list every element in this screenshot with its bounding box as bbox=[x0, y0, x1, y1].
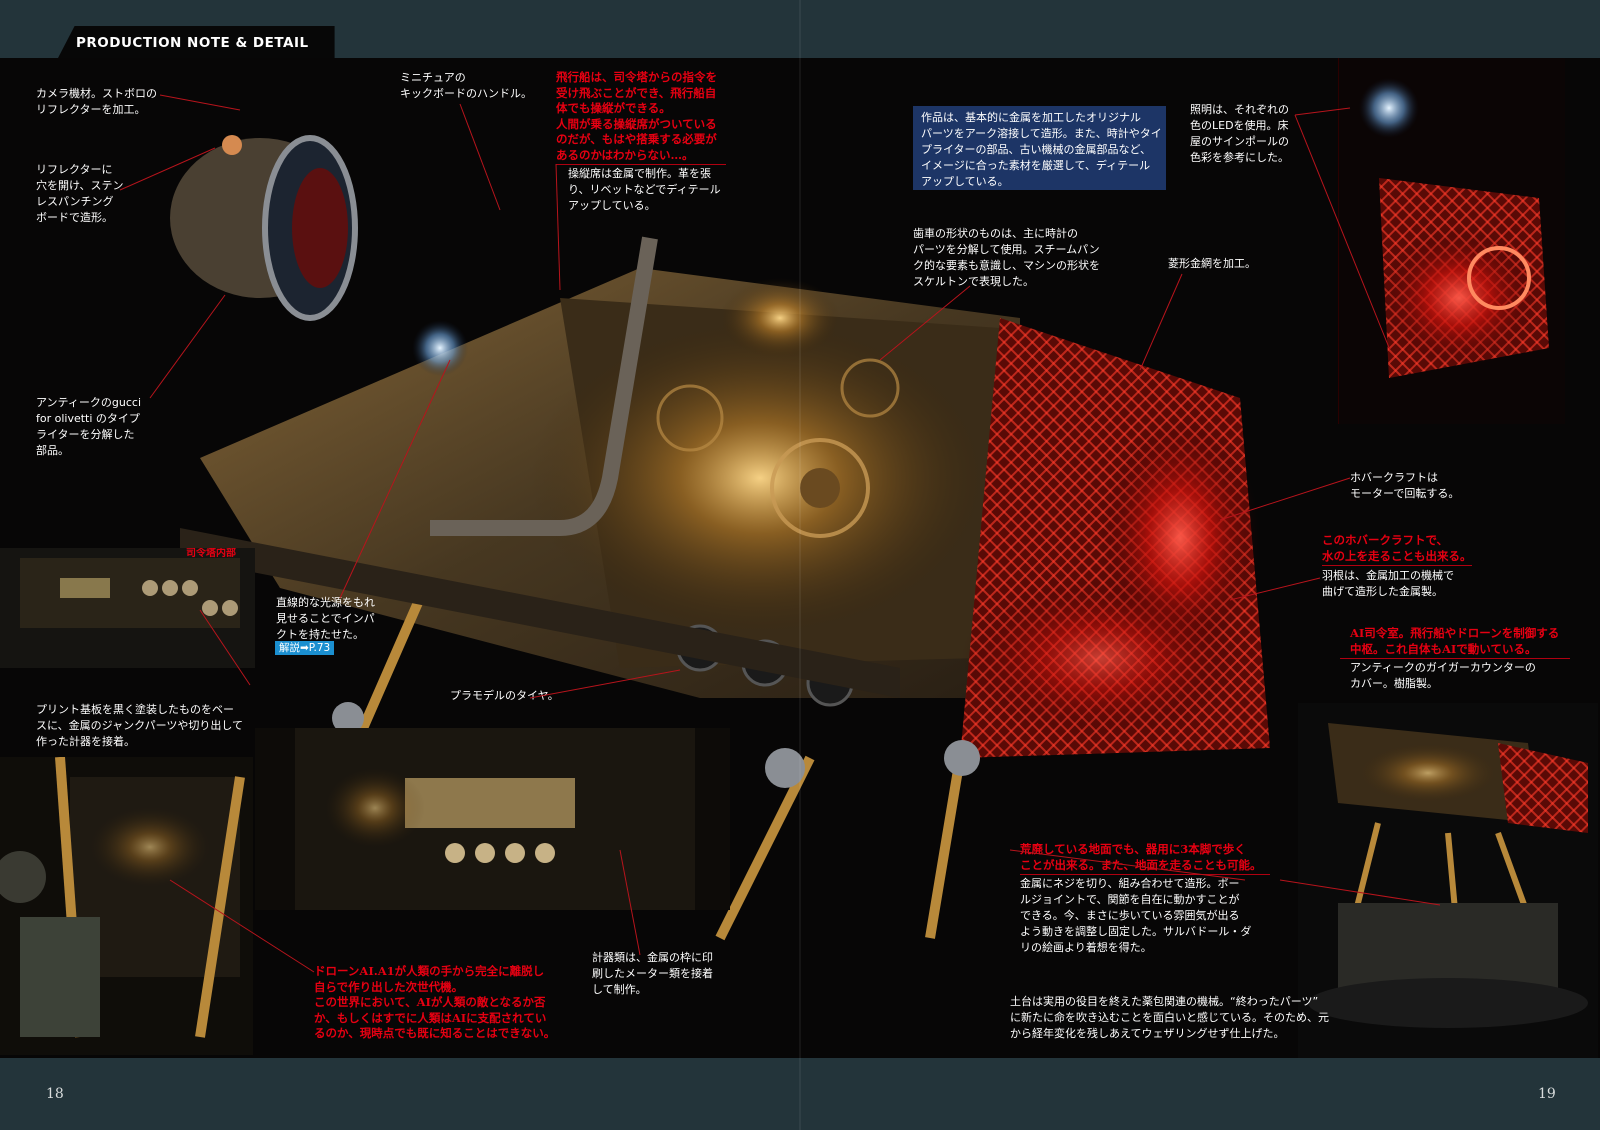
inset-label: 司令塔内部 bbox=[186, 548, 236, 559]
caption-kickboard: ミニチュアの キックボードのハンドル。 bbox=[400, 71, 532, 100]
caption-camera: カメラ機材。ストボロの リフレクターを加工。 bbox=[36, 87, 157, 116]
inset-photo-legs bbox=[0, 757, 253, 1055]
caption-walking: 荒廃している地面でも、器用に3本脚で歩く ことが出来る。また、地面を走ることも可… bbox=[1020, 842, 1262, 872]
inset-photo-lighting bbox=[1338, 58, 1565, 424]
caption-meters: 計器類は、金属の枠に印 刷したメーター類を接着 して制作。 bbox=[592, 951, 713, 996]
page-number-left: 18 bbox=[46, 1086, 64, 1102]
caption-cockpit: 操縦席は金属で制作。革を張 り、リベットなどでディテール アップしている。 bbox=[568, 167, 721, 212]
concept-text: 作品は、基本的に金属を加工したオリジナル パーツをアーク溶接して造形。また、時計… bbox=[921, 111, 1162, 188]
caption-water: このホバークラフトで、 水の上を走ることも出来る。 bbox=[1322, 533, 1472, 563]
red-rule-ai bbox=[1340, 658, 1570, 659]
caption-ai-room: AI司令室。飛行船やドローンを制御する 中枢。これ自体もAIで動いている。 bbox=[1350, 626, 1560, 656]
page-reference-chip[interactable]: 解説➡P.73 bbox=[275, 641, 335, 655]
caption-gears: 歯車の形状のものは、主に時計の パーツを分解して使用。スチームパン ク的な要素も… bbox=[913, 227, 1100, 288]
caption-reflector: リフレクターに 穴を開け、ステン レスパンチング ボードで造形。 bbox=[36, 163, 124, 224]
inset-photo-full-machine bbox=[1298, 703, 1598, 1058]
spread-gutter bbox=[799, 0, 801, 1130]
concept-box: 作品は、基本的に金属を加工したオリジナル パーツをアーク溶接して造形。また、時計… bbox=[913, 106, 1166, 190]
caption-joints: 金属にネジを切り、組み合わせて造形。ボー ルジョイントで、関節を自在に動かすこと… bbox=[1020, 877, 1252, 954]
red-rule-water bbox=[1322, 565, 1472, 566]
caption-circuit: プリント基板を黒く塗装したものをベー スに、金属のジャンクパーツや切り出して 作… bbox=[36, 703, 244, 748]
red-rule-airship bbox=[556, 164, 726, 165]
inset-photo-meters bbox=[255, 728, 730, 910]
page-number-right: 19 bbox=[1538, 1086, 1556, 1102]
caption-mesh: 菱形金網を加工。 bbox=[1168, 257, 1256, 270]
caption-tires: プラモデルのタイヤ。 bbox=[450, 689, 559, 702]
caption-hovercraft: ホバークラフトは モーターで回転する。 bbox=[1350, 471, 1460, 500]
caption-geiger: アンティークのガイガーカウンターの カバー。樹脂製。 bbox=[1350, 661, 1536, 690]
caption-drone: ドローンAI.A1が人類の手から完全に離脱し 自らで作り出した次世代機。 この世… bbox=[314, 964, 556, 1040]
caption-blades: 羽根は、金属加工の機械で 曲げて造形した金属製。 bbox=[1322, 569, 1454, 598]
caption-airship: 飛行船は、司令塔からの指令を 受け飛ぶことができ、飛行船自 体でも操縦ができる。… bbox=[556, 70, 717, 162]
caption-light-source: 直線的な光源をもれ 見せることでインパ クトを持たせた。 bbox=[276, 596, 375, 641]
red-rule-walking bbox=[1020, 874, 1270, 875]
section-header: PRODUCTION NOTE & DETAIL bbox=[58, 26, 335, 58]
caption-lighting: 照明は、それぞれの 色のLEDを使用。床 屋のサインポールの 色彩を参考にした。 bbox=[1190, 103, 1289, 164]
caption-base: 土台は実用の役目を終えた薬包関連の機械。“終わったパーツ” に新たに命を吹き込む… bbox=[1010, 995, 1329, 1040]
caption-antique-typewriter: アンティークのgucci for olivetti のタイプ ライターを分解した… bbox=[36, 396, 142, 457]
inset-photo-command-tower: 司令塔内部 bbox=[0, 548, 255, 668]
